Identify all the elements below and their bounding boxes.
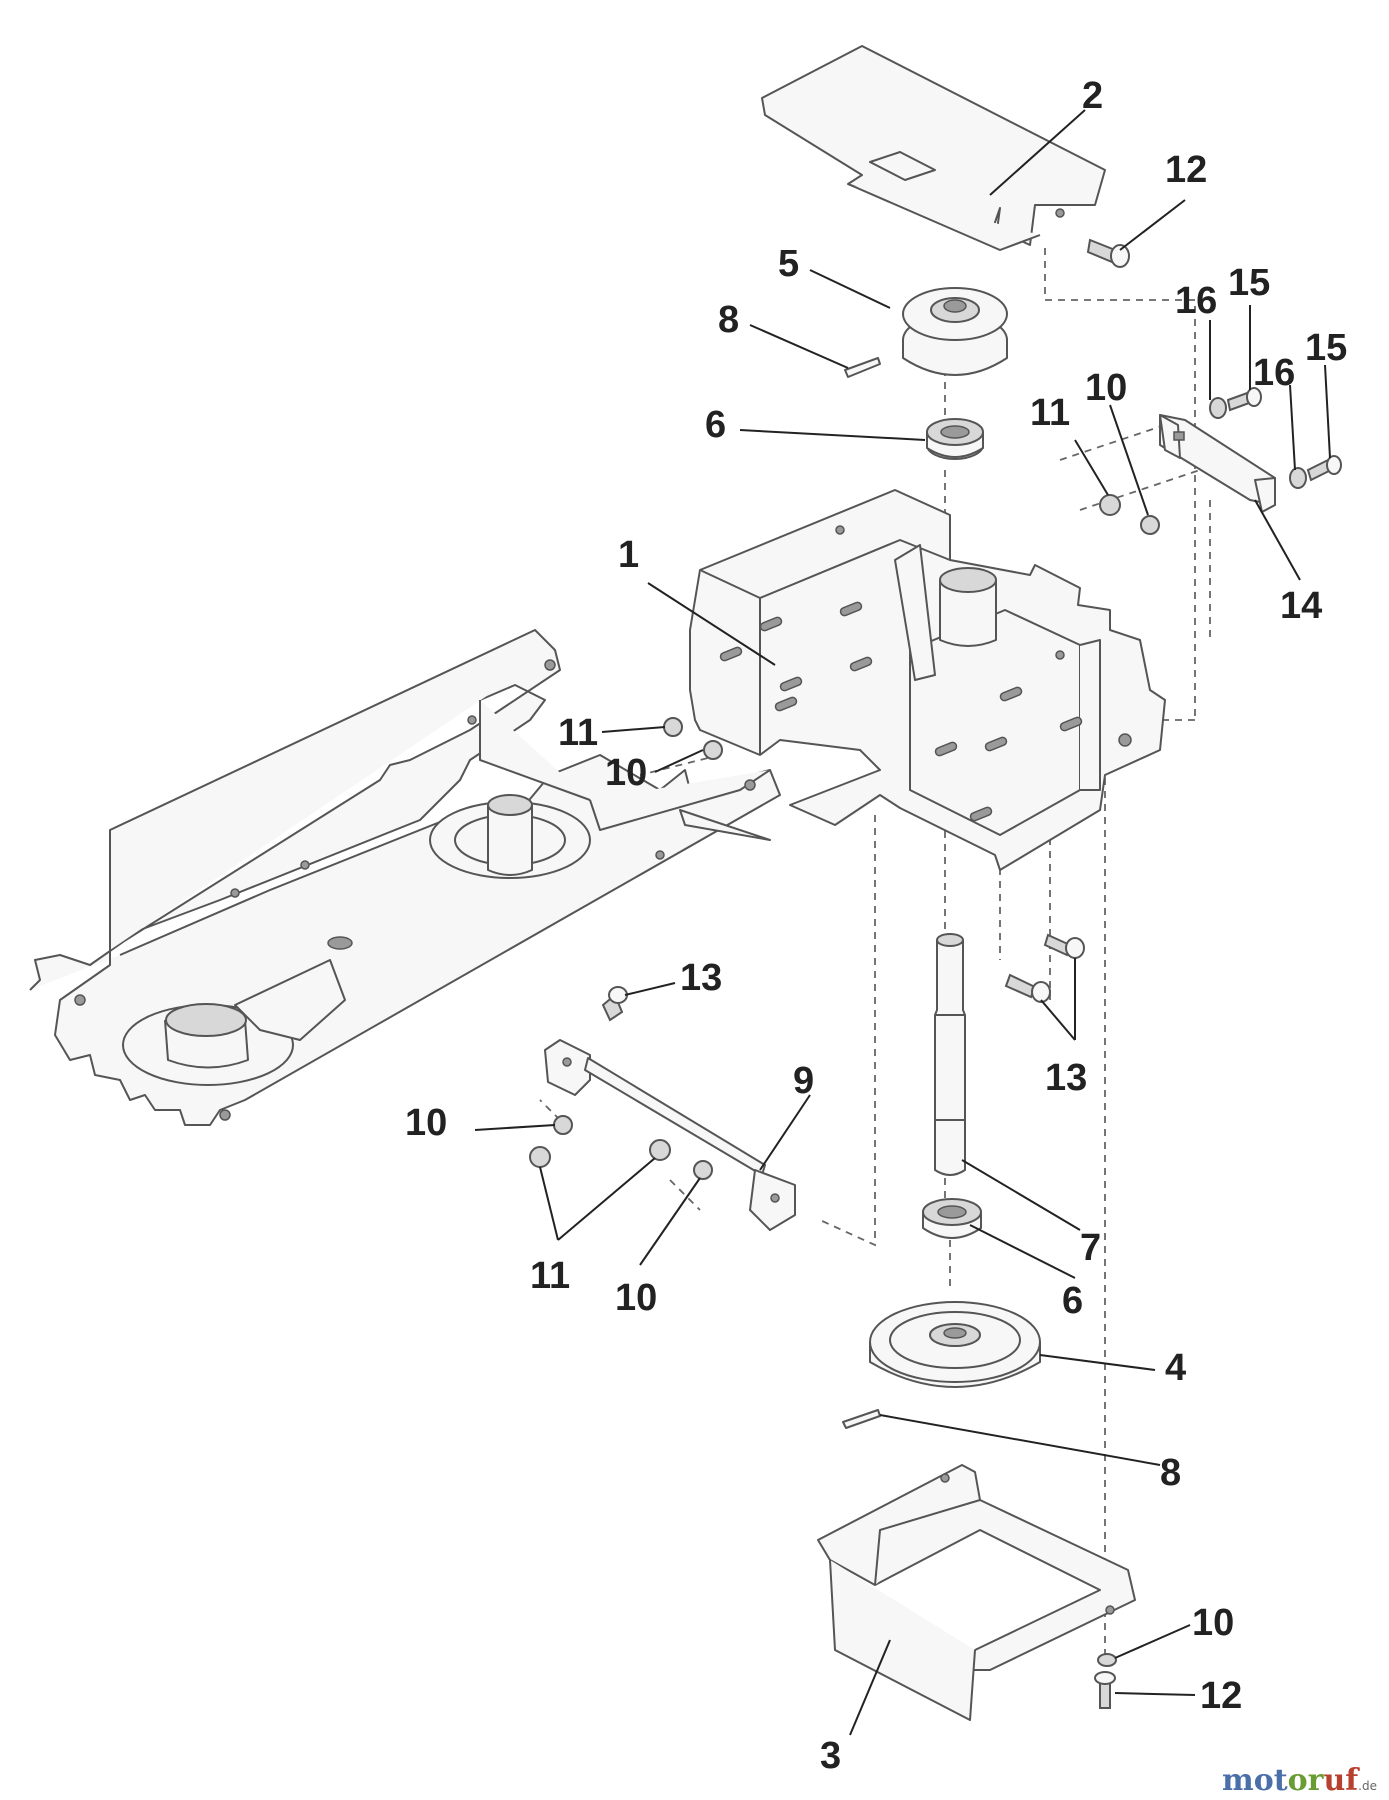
svg-text:motoruf.de: motoruf.de	[1222, 1763, 1377, 1798]
part-nut-11-mid	[663, 717, 683, 737]
part-key-pin-lower	[842, 1409, 881, 1429]
part-washer-10-bottom	[1097, 1653, 1117, 1667]
callout-15-a: 15	[1228, 262, 1270, 304]
part-washer-10-mid	[703, 740, 723, 760]
part-key-pin-upper	[844, 357, 881, 378]
assembly-lines	[539, 248, 1211, 1660]
part-strap	[544, 1039, 796, 1231]
part-screw-15-b	[1306, 455, 1342, 482]
callout-11-top: 11	[1030, 392, 1070, 434]
callout-16-b: 16	[1253, 352, 1295, 394]
part-housing	[689, 489, 1166, 871]
callout-5: 5	[778, 243, 799, 285]
part-screw-13-left	[601, 986, 628, 1022]
part-top-cover	[761, 45, 1106, 251]
callout-12-top: 12	[1165, 149, 1207, 191]
leader-lines	[474, 109, 1331, 1736]
callout-10-left: 10	[405, 1102, 447, 1144]
callout-labels: 2 12 5 8 16 15 16 15 11 10 6 14 1 11 10 …	[405, 75, 1347, 1777]
callout-10-top: 10	[1085, 367, 1127, 409]
part-lower-pulley	[869, 1301, 1041, 1388]
part-bolt-top	[1086, 238, 1130, 268]
housing-slots	[719, 525, 1132, 822]
part-washer-16-a	[1209, 397, 1227, 419]
callout-9: 9	[793, 1060, 814, 1102]
callout-10-center: 10	[615, 1277, 657, 1319]
callout-13-left: 13	[680, 957, 722, 999]
part-nut-11-center	[649, 1139, 671, 1161]
part-nut-11-upper	[1099, 494, 1121, 516]
callout-4: 4	[1165, 1347, 1186, 1389]
callout-7: 7	[1080, 1227, 1101, 1269]
callout-13-right: 13	[1045, 1057, 1087, 1099]
callout-8-bottom: 8	[1160, 1452, 1181, 1494]
part-bolt-bottom	[1094, 1671, 1116, 1709]
callout-12-bottom: 12	[1200, 1675, 1242, 1717]
callout-10-mid: 10	[605, 752, 647, 794]
callout-2: 2	[1082, 75, 1103, 117]
part-upper-bearing	[926, 418, 984, 460]
part-nut-11-left	[529, 1146, 551, 1168]
callout-6-bottom: 6	[1062, 1280, 1083, 1322]
callout-11-left: 11	[530, 1255, 570, 1297]
part-upper-pulley	[902, 287, 1008, 376]
part-lower-bearing	[922, 1198, 982, 1239]
part-bottom-tray	[817, 1464, 1136, 1721]
callout-6-top: 6	[705, 404, 726, 446]
part-shaft	[934, 933, 966, 1176]
part-bracket	[1159, 414, 1276, 513]
callout-1: 1	[618, 534, 639, 576]
part-screw-13-right-b	[1004, 973, 1051, 1003]
callout-14: 14	[1280, 585, 1322, 627]
part-washer-10-upper	[1140, 515, 1160, 535]
callout-11-mid: 11	[558, 712, 598, 754]
part-washer-16-b	[1289, 467, 1307, 489]
callout-16-a: 16	[1175, 280, 1217, 322]
part-screw-13-right-a	[1043, 933, 1085, 959]
callout-10-bottom: 10	[1192, 1602, 1234, 1644]
callout-3: 3	[820, 1735, 841, 1777]
callout-15-b: 15	[1305, 327, 1347, 369]
part-washer-10-center	[693, 1160, 713, 1180]
watermark-logo: motoruf.de	[1222, 1763, 1377, 1798]
part-washer-10-left	[553, 1115, 573, 1135]
callout-8-top: 8	[718, 299, 739, 341]
part-screw-15-a	[1226, 387, 1262, 412]
part-deck-frame	[29, 629, 781, 1126]
